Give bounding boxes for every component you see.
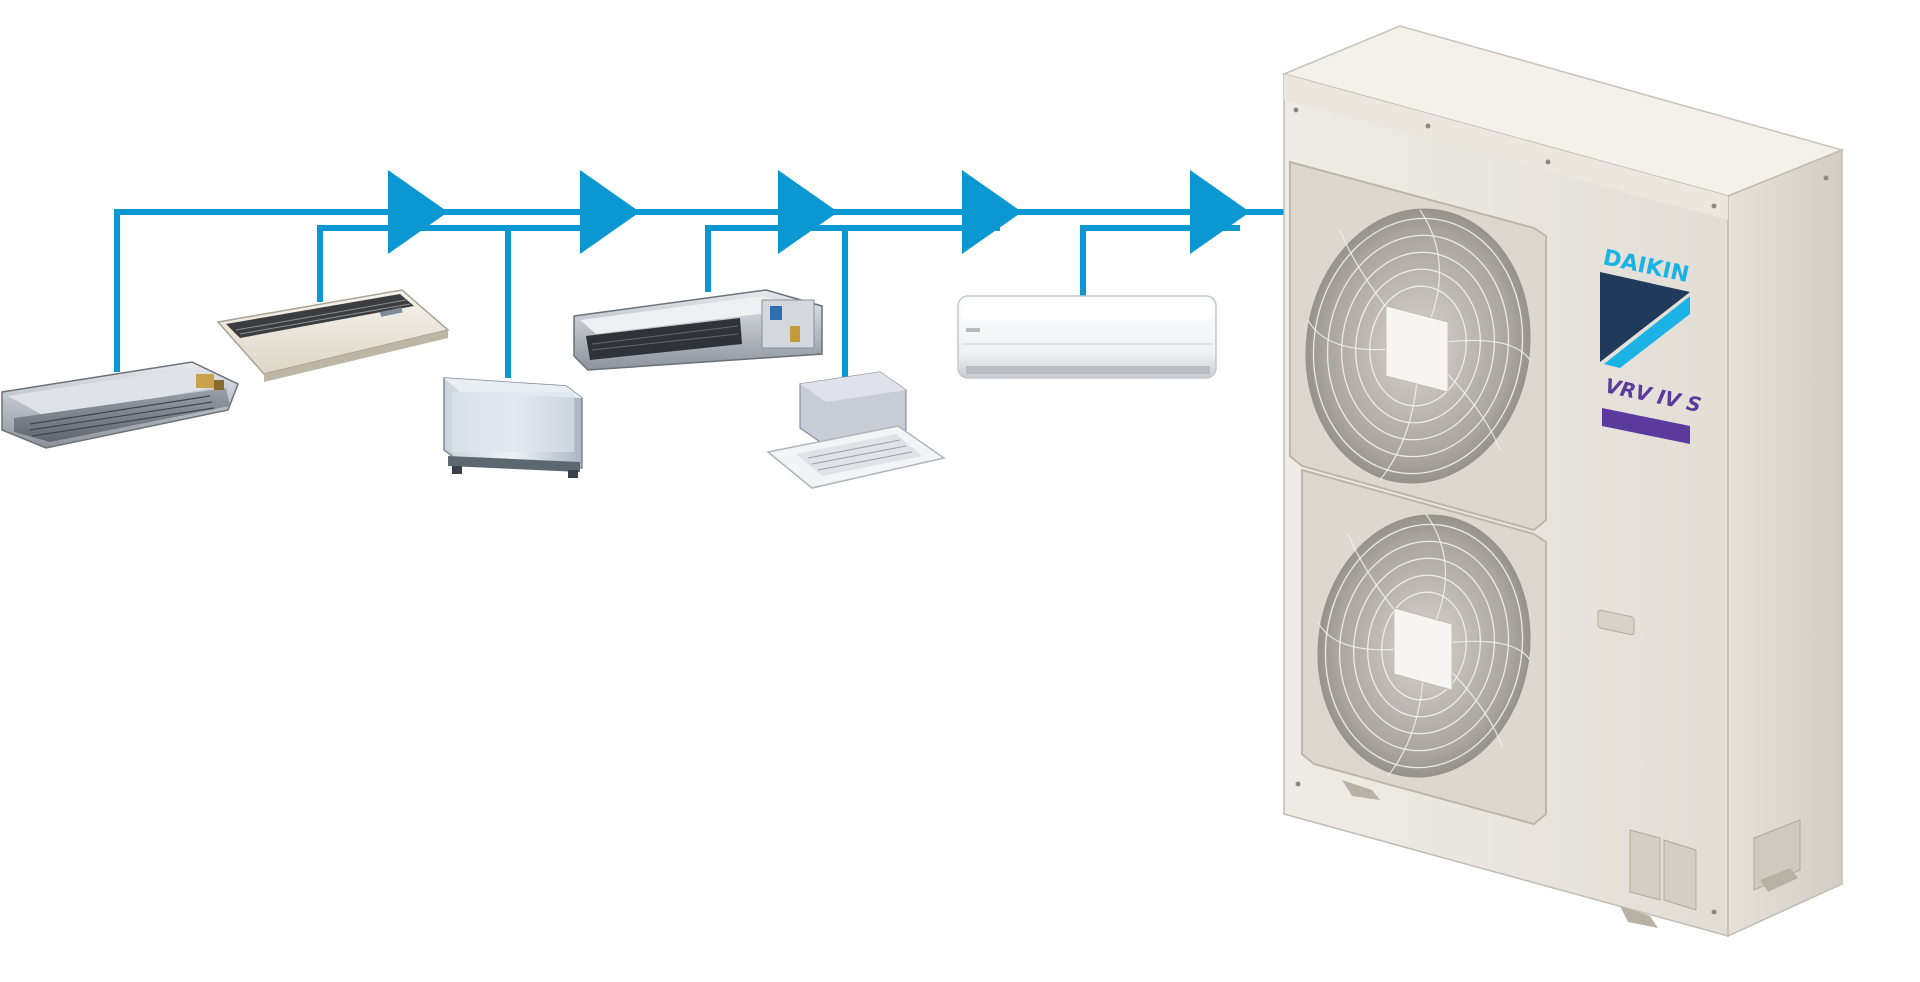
branch-pipe-ceiling-unit (317, 225, 598, 302)
slim-ducted-unit-icon (1, 361, 239, 449)
main-pipe-line (114, 209, 1290, 372)
flow-arrow-1 (388, 170, 448, 254)
wall-mounted-unit-icon (957, 295, 1217, 379)
flow-arrow-2 (580, 170, 640, 254)
ceiling-suspended-unit-icon (216, 289, 450, 382)
fan-guard-top (1289, 160, 1547, 532)
ducted-unit-icon (573, 289, 823, 371)
flow-arrow-4 (962, 170, 1022, 254)
cassette-unit-icon (766, 371, 946, 489)
flow-arrows (388, 170, 1250, 254)
floor-standing-unit-icon (443, 377, 583, 478)
model-badge-bar (1602, 408, 1690, 444)
fan-guard-bottom (1301, 468, 1547, 826)
branch-pipe-ducted-unit (705, 225, 1000, 292)
logo-light-triangle (1604, 296, 1690, 368)
flow-arrow-5 (1190, 170, 1250, 254)
flow-arrow-3 (778, 170, 838, 254)
refrigerant-piping (114, 209, 1290, 378)
outdoor-unit: DAIKIN VRV IV S (1281, 25, 1845, 938)
logo-dark-triangle (1600, 272, 1690, 362)
branch-pipe-wall-unit (1080, 225, 1240, 296)
